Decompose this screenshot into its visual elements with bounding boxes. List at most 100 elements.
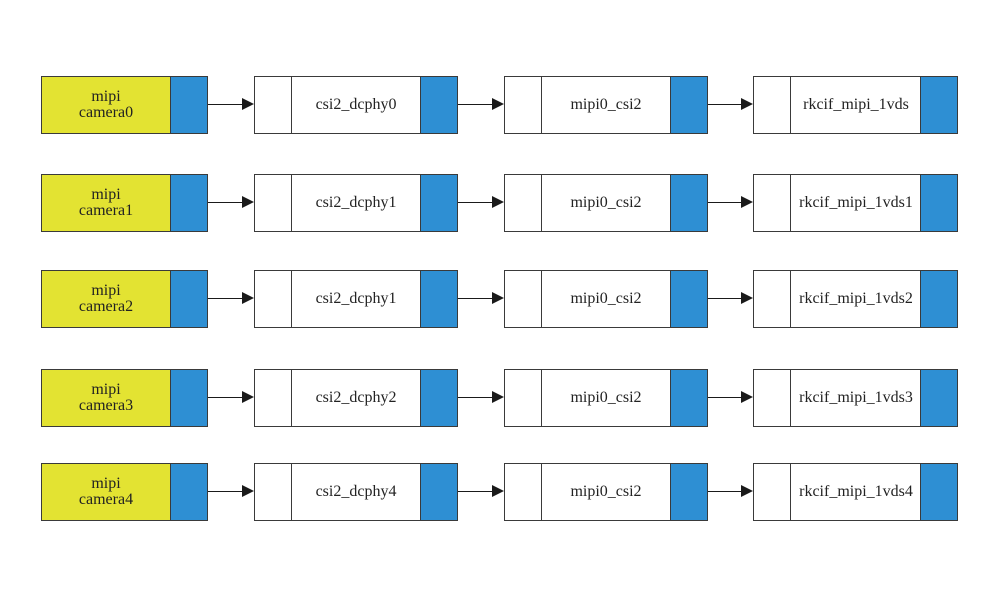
csi-label: mipi0_csi2 <box>570 483 642 500</box>
camera-output-port <box>170 271 207 327</box>
csi-input-port <box>505 370 542 426</box>
dphy-output-port <box>420 77 457 133</box>
arrow-csi-to-rkcif <box>708 196 753 208</box>
rkcif-input-port <box>754 370 791 426</box>
arrow-dphy-to-csi <box>458 485 504 497</box>
arrow-dphy-to-csi <box>458 196 504 208</box>
arrow-csi-to-rkcif <box>708 98 753 110</box>
csi-input-port <box>505 464 542 520</box>
rkcif-input-port <box>754 77 791 133</box>
csi-output-port <box>670 271 707 327</box>
arrow-csi-to-rkcif <box>708 292 753 304</box>
rkcif-input-port <box>754 271 791 327</box>
camera-output-port <box>170 77 207 133</box>
csi-node: mipi0_csi2 <box>504 369 708 427</box>
dphy-input-port <box>255 271 292 327</box>
camera-node: mipi camera3 <box>41 369 208 427</box>
dphy-node: csi2_dcphy1 <box>254 270 458 328</box>
csi-output-port <box>670 77 707 133</box>
csi-input-port <box>505 271 542 327</box>
csi-node: mipi0_csi2 <box>504 463 708 521</box>
rkcif-input-port <box>754 464 791 520</box>
dphy-node: csi2_dcphy2 <box>254 369 458 427</box>
rkcif-node: rkcif_mipi_1vds <box>753 76 958 134</box>
csi-label: mipi0_csi2 <box>570 389 642 406</box>
rkcif-label: rkcif_mipi_1vds1 <box>799 194 913 211</box>
rkcif-input-port <box>754 175 791 231</box>
dphy-input-port <box>255 77 292 133</box>
dphy-output-port <box>420 271 457 327</box>
dphy-label: csi2_dcphy4 <box>315 483 397 500</box>
dphy-label: csi2_dcphy0 <box>315 96 397 113</box>
rkcif-node: rkcif_mipi_1vds1 <box>753 174 958 232</box>
dphy-node: csi2_dcphy1 <box>254 174 458 232</box>
rkcif-label: rkcif_mipi_1vds3 <box>799 389 913 406</box>
camera-id-text: camera0 <box>78 104 134 121</box>
rkcif-node: rkcif_mipi_1vds2 <box>753 270 958 328</box>
dphy-label: csi2_dcphy1 <box>315 194 397 211</box>
dphy-output-port <box>420 175 457 231</box>
rkcif-output-port <box>920 271 957 327</box>
rkcif-node: rkcif_mipi_1vds3 <box>753 369 958 427</box>
camera-node: mipi camera0 <box>41 76 208 134</box>
arrow-dphy-to-csi <box>458 292 504 304</box>
dphy-output-port <box>420 370 457 426</box>
dphy-output-port <box>420 464 457 520</box>
csi-label: mipi0_csi2 <box>570 290 642 307</box>
rkcif-label: rkcif_mipi_1vds2 <box>799 290 913 307</box>
camera-node-label: mipi camera1 <box>42 175 170 231</box>
camera-node: mipi camera1 <box>41 174 208 232</box>
dphy-input-port <box>255 370 292 426</box>
dphy-node: csi2_dcphy0 <box>254 76 458 134</box>
arrow-camera-to-dphy <box>208 391 254 403</box>
pipeline-row-camera3: mipi camera3 csi2_dcphy2 mipi0_csi2 rkci… <box>0 369 1000 427</box>
camera-type-text: mipi <box>91 88 121 105</box>
rkcif-node: rkcif_mipi_1vds4 <box>753 463 958 521</box>
rkcif-output-port <box>920 464 957 520</box>
arrow-dphy-to-csi <box>458 391 504 403</box>
csi-label: mipi0_csi2 <box>570 96 642 113</box>
rkcif-label: rkcif_mipi_1vds4 <box>799 483 913 500</box>
camera-node-label: mipi camera0 <box>42 77 170 133</box>
csi-input-port <box>505 175 542 231</box>
camera-id-text: camera2 <box>78 298 134 315</box>
rkcif-output-port <box>920 175 957 231</box>
pipeline-row-camera2: mipi camera2 csi2_dcphy1 mipi0_csi2 rkci… <box>0 270 1000 328</box>
rkcif-output-port <box>920 370 957 426</box>
csi-label: mipi0_csi2 <box>570 194 642 211</box>
arrow-csi-to-rkcif <box>708 391 753 403</box>
pipeline-row-camera4: mipi camera4 csi2_dcphy4 mipi0_csi2 rkci… <box>0 463 1000 521</box>
camera-type-text: mipi <box>91 186 121 203</box>
dphy-label: csi2_dcphy1 <box>315 290 397 307</box>
camera-type-text: mipi <box>91 381 121 398</box>
csi-output-port <box>670 370 707 426</box>
arrow-camera-to-dphy <box>208 196 254 208</box>
csi-output-port <box>670 464 707 520</box>
camera-output-port <box>170 175 207 231</box>
csi-node: mipi0_csi2 <box>504 270 708 328</box>
csi-output-port <box>670 175 707 231</box>
camera-id-text: camera4 <box>78 491 134 508</box>
camera-output-port <box>170 370 207 426</box>
camera-type-text: mipi <box>91 282 121 299</box>
arrow-camera-to-dphy <box>208 485 254 497</box>
pipeline-row-camera1: mipi camera1 csi2_dcphy1 mipi0_csi2 rkci… <box>0 174 1000 232</box>
camera-id-text: camera3 <box>78 397 134 414</box>
camera-output-port <box>170 464 207 520</box>
arrow-dphy-to-csi <box>458 98 504 110</box>
camera-node-label: mipi camera3 <box>42 370 170 426</box>
camera-node: mipi camera2 <box>41 270 208 328</box>
dphy-node: csi2_dcphy4 <box>254 463 458 521</box>
camera-node-label: mipi camera4 <box>42 464 170 520</box>
camera-id-text: camera1 <box>78 202 134 219</box>
arrow-camera-to-dphy <box>208 292 254 304</box>
rkcif-output-port <box>920 77 957 133</box>
csi-node: mipi0_csi2 <box>504 174 708 232</box>
csi-node: mipi0_csi2 <box>504 76 708 134</box>
camera-type-text: mipi <box>91 475 121 492</box>
arrow-camera-to-dphy <box>208 98 254 110</box>
camera-node-label: mipi camera2 <box>42 271 170 327</box>
arrow-csi-to-rkcif <box>708 485 753 497</box>
dphy-input-port <box>255 175 292 231</box>
